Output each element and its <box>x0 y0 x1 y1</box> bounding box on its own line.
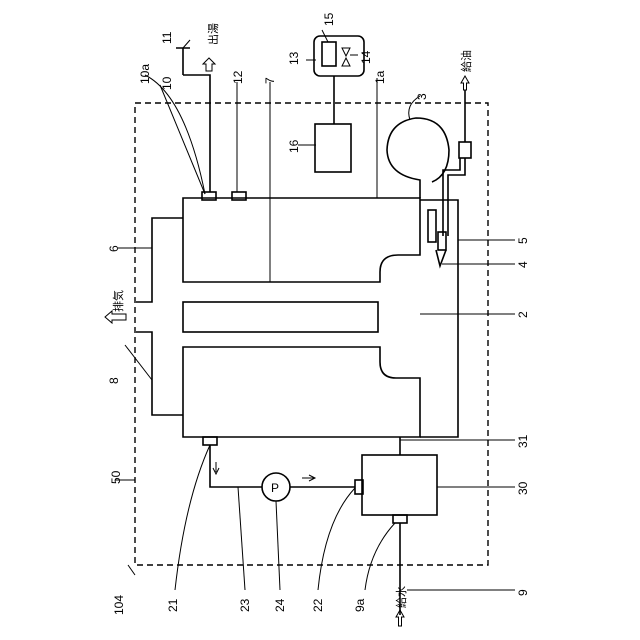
igniter-5 <box>438 232 446 250</box>
flow-arrow <box>302 475 315 481</box>
lower-tank <box>183 347 420 437</box>
label-24: 24 <box>273 598 287 612</box>
exhaust-label: 排気 <box>111 290 125 312</box>
hot-water-out-label: 出湯 <box>206 23 220 45</box>
label-10: 10 <box>160 76 174 90</box>
label-30: 30 <box>516 481 530 495</box>
combustion-chamber <box>420 200 458 437</box>
label-23: 23 <box>238 598 252 612</box>
label-2: 2 <box>516 311 530 318</box>
burner-4 <box>428 210 436 242</box>
label-5: 5 <box>516 237 530 244</box>
inlet-sensor-9a <box>393 515 407 523</box>
label-11: 11 <box>160 31 174 44</box>
label-13: 13 <box>287 51 301 65</box>
label-7: 7 <box>263 77 277 84</box>
label-104: 104 <box>112 595 126 615</box>
middle-block <box>183 302 378 332</box>
label-22: 22 <box>311 598 325 612</box>
label-8: 8 <box>107 377 121 384</box>
flow-arrow <box>213 462 219 474</box>
label-16: 16 <box>287 139 301 153</box>
fuel-supply-label: 給油 <box>459 50 473 72</box>
label-21: 21 <box>166 598 180 612</box>
fuel-valve <box>459 142 471 158</box>
label-6: 6 <box>107 245 121 252</box>
label-12: 12 <box>231 70 245 84</box>
label-10a: 10a <box>138 64 152 84</box>
label-14: 14 <box>359 50 373 64</box>
label-4: 4 <box>516 261 530 268</box>
label-9a: 9a <box>353 598 367 612</box>
tank-30 <box>362 455 437 515</box>
label-9: 9 <box>516 589 530 596</box>
label-15: 15 <box>322 12 336 26</box>
heat-exchanger-upper <box>183 198 420 282</box>
label-50: 50 <box>109 470 123 484</box>
label-3: 3 <box>415 93 429 100</box>
label-1a: 1a <box>373 70 387 84</box>
controller-16 <box>315 124 351 172</box>
blower-3 <box>387 118 449 198</box>
pump-label: P <box>271 481 279 495</box>
remote-display-15 <box>322 42 336 66</box>
housing-outline <box>135 103 488 565</box>
label-31: 31 <box>516 434 530 448</box>
water-supply-label: 給水 <box>394 586 408 608</box>
sensor-21 <box>203 437 217 445</box>
